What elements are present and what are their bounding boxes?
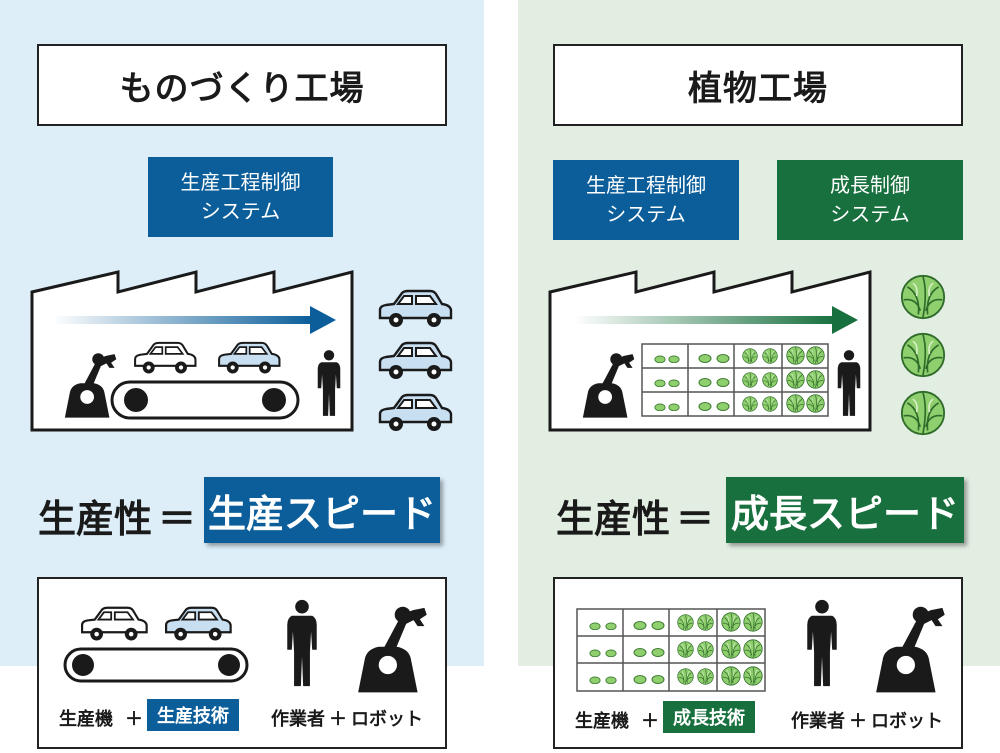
output-car-icon xyxy=(378,289,453,329)
growing-rack xyxy=(576,608,766,692)
plus-sign: ＋ xyxy=(849,711,867,732)
plant-factory-components-box: 生産機 ＋ 成長技術 作業者 ＋ ロボット xyxy=(553,577,963,749)
factory-building xyxy=(548,270,872,432)
production-technology-tag: 生産技術 xyxy=(147,699,239,731)
conveyor-belt xyxy=(63,647,249,683)
output-car-icon xyxy=(378,341,453,381)
equals-sign: ＝ xyxy=(676,497,715,541)
equals-sign: ＝ xyxy=(158,497,197,541)
manufacturing-components-box: 生産機 ＋ 生産技術 作業者 ＋ ロボット xyxy=(37,577,447,749)
car-icon xyxy=(164,606,232,642)
system-line1: 生産工程制御 xyxy=(586,173,706,197)
worker-icon xyxy=(807,599,837,687)
worker-icon xyxy=(287,599,317,687)
worker-label: 作業者 xyxy=(271,709,325,730)
system-line2: システム xyxy=(200,199,281,223)
plant-factory-title: 植物工場 xyxy=(553,44,963,126)
plus-sign: ＋ xyxy=(125,709,143,730)
output-car-icon xyxy=(378,393,453,433)
plus-sign: ＋ xyxy=(641,711,659,732)
system-line1: 生産工程制御 xyxy=(180,170,301,194)
plus-sign: ＋ xyxy=(329,709,347,730)
growth-control-system-box: 成長制御 システム xyxy=(777,160,963,240)
production-process-control-system-box: 生産工程制御 システム xyxy=(148,157,333,237)
industrial-robot-icon xyxy=(358,606,427,693)
seedlings xyxy=(589,612,763,686)
robot-label: ロボット xyxy=(351,709,423,730)
system-line2: システム xyxy=(830,202,910,226)
cabbage-icon xyxy=(900,332,946,378)
production-machine-label: 生産機 xyxy=(575,711,629,732)
growth-speed-box: 成長スピード xyxy=(726,477,964,543)
cabbage-icon xyxy=(900,274,946,320)
productivity-label: 生産性 xyxy=(38,497,153,541)
manufacturing-factory-title: ものづくり工場 xyxy=(37,44,447,126)
productivity-label: 生産性 xyxy=(556,497,671,541)
growth-technology-tag: 成長技術 xyxy=(663,701,755,733)
production-flow-arrow xyxy=(574,316,834,324)
production-flow-arrowhead xyxy=(832,306,858,334)
manufacturing-factory-illustration xyxy=(30,270,453,433)
car-icon xyxy=(80,606,148,642)
robot-label: ロボット xyxy=(871,711,943,732)
production-process-control-system-box: 生産工程制御 システム xyxy=(553,160,739,240)
system-line2: システム xyxy=(606,202,686,226)
production-speed-box: 生産スピード xyxy=(204,477,440,543)
plant-factory-illustration xyxy=(548,270,946,436)
cabbage-icon xyxy=(900,390,946,436)
growing-rack xyxy=(641,343,829,417)
system-line1: 成長制御 xyxy=(830,173,910,197)
production-machine-label: 生産機 xyxy=(59,709,113,730)
conveyor-belt xyxy=(110,380,300,420)
production-flow-arrow xyxy=(52,316,312,324)
worker-label: 作業者 xyxy=(791,711,845,732)
industrial-robot-icon xyxy=(876,606,945,693)
production-flow-arrowhead xyxy=(310,306,336,334)
